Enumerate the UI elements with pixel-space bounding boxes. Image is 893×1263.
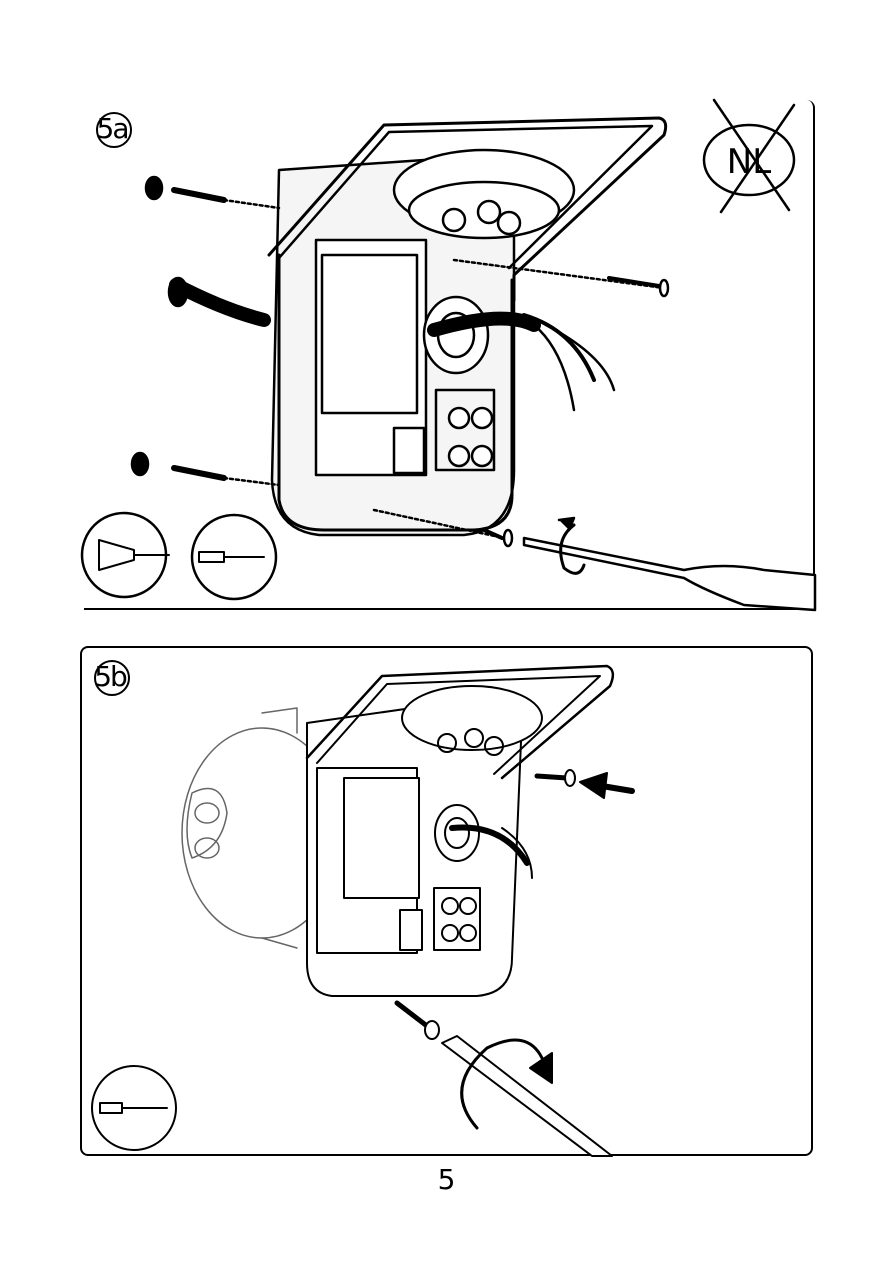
wall-plug-top bbox=[174, 190, 224, 200]
screwdriver bbox=[524, 538, 815, 610]
step-5b-illustration bbox=[82, 648, 815, 1158]
connector-block bbox=[400, 910, 422, 950]
step-5a-illustration: NL bbox=[84, 100, 815, 610]
screwdriver bbox=[442, 1036, 612, 1156]
screw-top bbox=[537, 776, 567, 778]
insert-arrow bbox=[602, 786, 632, 791]
screw-bottom bbox=[397, 1003, 427, 1026]
page-number: 5 bbox=[0, 1163, 893, 1196]
step-5b-panel: 5b bbox=[80, 646, 813, 1156]
prohibited-region-label: NL bbox=[727, 142, 771, 182]
supply-cable bbox=[176, 285, 264, 320]
wall-plug-bottom bbox=[174, 468, 224, 478]
step-5a-panel: 5a bbox=[84, 100, 815, 610]
lamp-socket bbox=[402, 686, 542, 750]
connector-block bbox=[394, 428, 424, 473]
